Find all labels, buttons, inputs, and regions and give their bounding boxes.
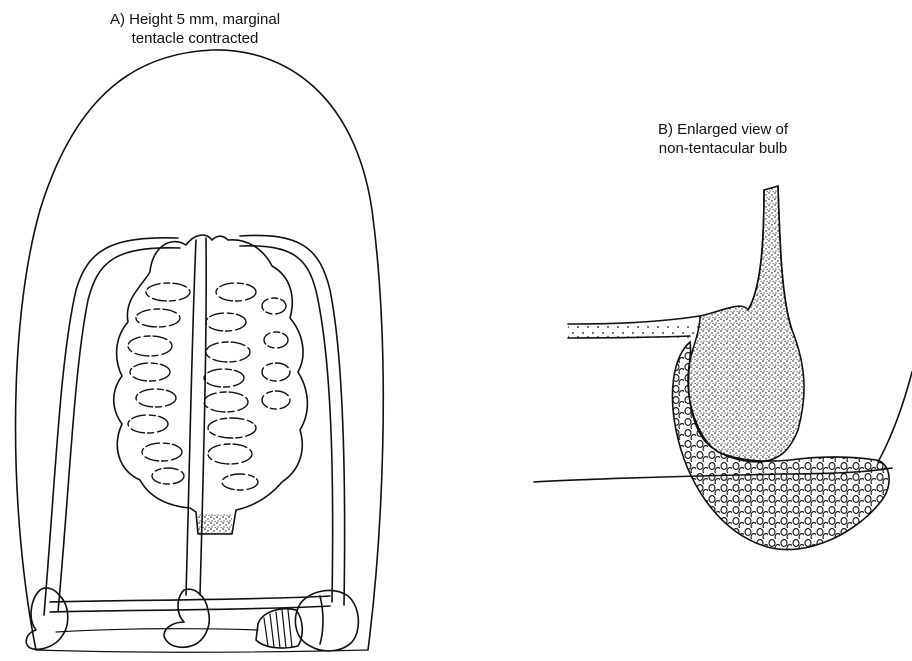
right-marginal-bulb — [295, 590, 358, 650]
bulb-endoderm-stipple — [689, 186, 805, 462]
right-marginal-bulb-inner — [320, 596, 323, 644]
umbrella-margin — [36, 650, 368, 652]
manubrium-mouth-stipple — [198, 514, 232, 534]
figure-a-medusa — [16, 50, 384, 652]
right-radial-canal-inner — [240, 246, 333, 602]
ring-canal-stipple — [568, 324, 698, 338]
ring-canal-top-wall — [568, 316, 700, 324]
left-marginal-bulb — [26, 588, 68, 649]
umbrella-outline — [16, 50, 384, 650]
left-radial-canal-outer — [44, 238, 178, 615]
gonad-eggs — [128, 283, 290, 490]
ring-canal-upper — [50, 596, 330, 602]
umbrella-margin-right — [878, 372, 912, 462]
center-marginal-bulb — [164, 589, 209, 647]
velum-line — [56, 629, 258, 632]
central-canal-right — [200, 238, 206, 595]
central-canal-left — [186, 240, 196, 595]
figure-b-bulb — [534, 186, 912, 550]
